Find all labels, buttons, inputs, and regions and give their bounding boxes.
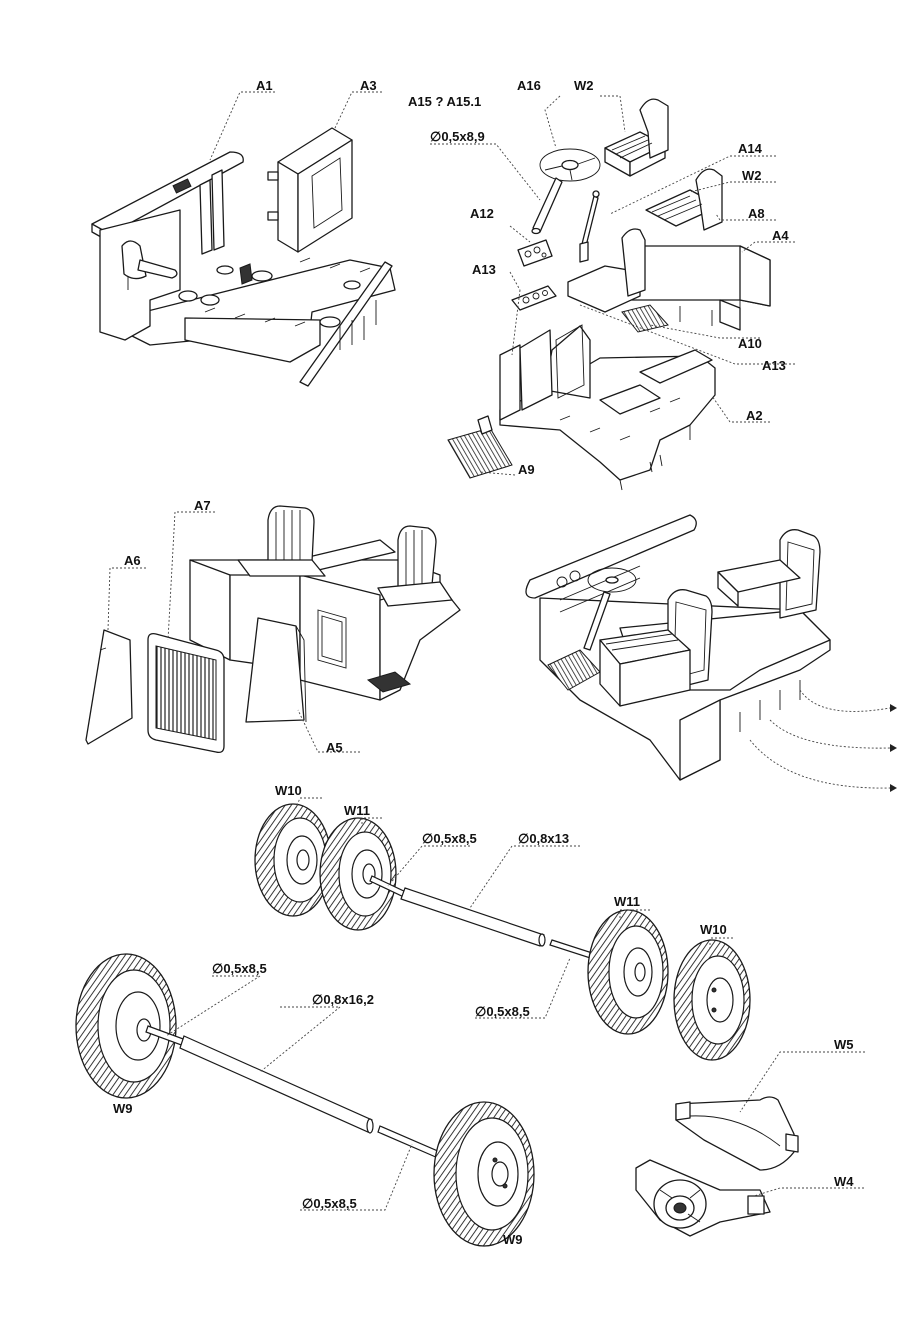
floor-base (184, 317, 321, 363)
wheel-icon (319, 817, 397, 931)
part-a9-pedals (447, 427, 513, 479)
part-a7-grille (147, 632, 225, 754)
steering-wheel-icon (531, 148, 601, 235)
label-rod-16-2: ∅0,8x16,2 (312, 992, 374, 1007)
part-a3-box (267, 127, 353, 253)
part-labels: A1 A3 A15 ? A15.1 A16 W2 ∅0,5x8,9 A14 W2… (113, 78, 854, 1247)
step-2-exploded-cab (447, 98, 771, 491)
arrow-right-icon (769, 719, 897, 752)
label-a16: A16 (517, 78, 541, 93)
label-a8: A8 (748, 206, 765, 221)
seat-icon (717, 529, 821, 619)
seat-icon (237, 505, 326, 577)
label-rod-8-5-left: ∅0,5x8,5 (212, 961, 267, 976)
rear-axle-group (75, 953, 535, 1247)
label-w10-right: W10 (700, 922, 727, 937)
wheel-icon (75, 953, 177, 1099)
label-w10-left: W10 (275, 783, 302, 798)
arrow-right-icon (799, 689, 897, 712)
label-a6: A6 (124, 553, 141, 568)
label-a12: A12 (470, 206, 494, 221)
label-a2: A2 (746, 408, 763, 423)
label-rod-13: ∅0,8x13 (518, 831, 569, 846)
label-a7: A7 (194, 498, 211, 513)
label-a15: A15 ? A15.1 (408, 94, 481, 109)
wheel-icon (254, 803, 332, 917)
label-w4: W4 (834, 1174, 854, 1189)
leader-lines (107, 91, 865, 1211)
label-a3: A3 (360, 78, 377, 93)
wheel-icon (433, 1101, 535, 1247)
steering-wheel-icon (583, 567, 637, 651)
label-a10: A10 (738, 336, 762, 351)
label-rod-8-5-mid: ∅0,5x8,5 (475, 1004, 530, 1019)
label-a13-right: A13 (762, 358, 786, 373)
label-w9-left: W9 (113, 1101, 133, 1116)
step-4-assembled (525, 514, 897, 792)
floor-slots (178, 257, 371, 328)
part-a12-gauges (517, 239, 553, 267)
label-a14: A14 (738, 141, 763, 156)
step-3-panels (85, 505, 461, 754)
label-rod-8-5-top: ∅0,5x8,5 (422, 831, 477, 846)
part-a5 (245, 617, 305, 723)
wheel-icon (673, 939, 751, 1061)
arrow-right-icon (749, 739, 897, 792)
step-1-chassis (91, 127, 396, 387)
label-w9-right: W9 (503, 1232, 523, 1247)
label-a13-left: A13 (472, 262, 496, 277)
label-a5: A5 (326, 740, 343, 755)
seat-icon (599, 589, 713, 707)
label-rod-8-9: ∅0,5x8,9 (430, 129, 485, 144)
part-a6 (85, 629, 133, 745)
seat-icon (604, 98, 669, 177)
part-w4 (635, 1159, 771, 1237)
label-w5: W5 (834, 1037, 854, 1052)
label-a1: A1 (256, 78, 273, 93)
label-a4: A4 (772, 228, 789, 243)
label-w11-right: W11 (614, 894, 640, 909)
label-w2-right: W2 (742, 168, 762, 183)
part-w5 (675, 1096, 799, 1171)
label-rod-8-5-bottom: ∅0,5x8,5 (302, 1196, 357, 1211)
label-a9: A9 (518, 462, 535, 477)
front-axle-group (254, 803, 751, 1061)
label-w11-left: W11 (344, 803, 370, 818)
wheel-icon (587, 909, 669, 1035)
seat-icon (377, 525, 453, 607)
label-w2-top: W2 (574, 78, 594, 93)
